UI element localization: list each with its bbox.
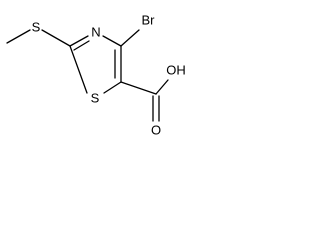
bond-s-c2 — [41, 29, 71, 47]
atom-br: Br — [142, 13, 156, 28]
bond-n-c4 — [102, 35, 122, 47]
bond-c2-n — [69, 35, 89, 47]
bond-s-c2-ring — [69, 45, 88, 94]
atom-s-ring: S — [91, 91, 100, 106]
bond-c4-br — [120, 29, 140, 47]
bond-c2-n-inner — [73, 40, 90, 51]
bond-methyl-s — [6, 29, 31, 44]
atom-n-ring: N — [91, 25, 100, 40]
bond-c5-s — [103, 81, 122, 94]
atom-oh: OH — [166, 63, 186, 78]
atom-s-methyl: S — [32, 20, 41, 35]
bond-c5-ccooh — [120, 81, 157, 95]
bond-c-oh — [155, 79, 169, 95]
molecule-structure-diagram: S N Br S OH O — [6, 13, 186, 138]
atom-o-carbonyl: O — [151, 123, 161, 138]
